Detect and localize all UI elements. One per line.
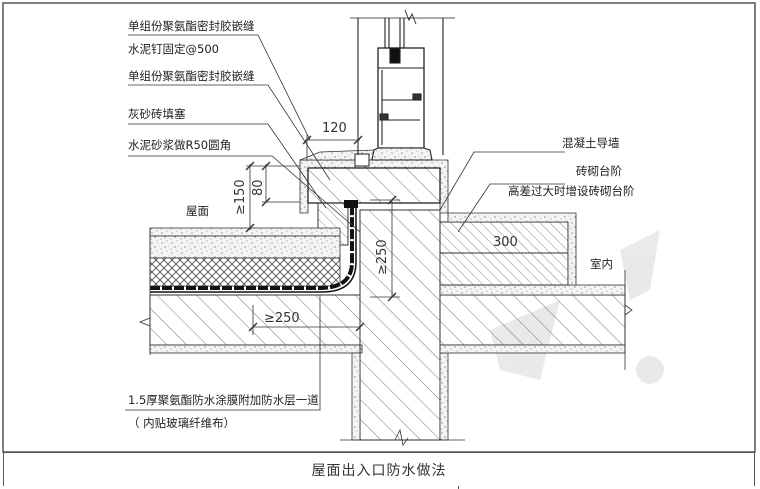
label-nail-fix: 水泥钉固定@500 [128,42,219,56]
dim-250h-lines [248,305,365,335]
insulation-layer [149,257,341,287]
break-line-left [138,317,151,327]
concrete-curb [307,167,441,204]
roof-slab [149,294,361,346]
break-line-bottom [394,428,409,446]
label-membrane-sub: （ 内贴玻璃纤维布） [128,416,236,430]
dim-150-80-lines [245,161,300,233]
dim-250v-lines [370,195,400,302]
leader-lines [125,34,565,411]
label-sealant-top: 单组份聚氨酯密封胶嵌缝 [128,19,255,33]
wall-plaster-right [439,352,449,441]
dim-120: 120 [322,121,347,136]
dim-150: ≥150 [233,179,248,215]
wall-plaster-left [351,352,361,441]
waterproof-membrane-edge [150,205,357,293]
label-indoor: 室内 [590,257,613,271]
dim-80: 80 [251,179,266,196]
dim-300: 300 [493,235,518,250]
roof-slab-plaster [149,344,363,354]
drawing-title: 屋面出入口防水做法 [311,462,447,479]
label-sealant-mid: 单组份聚氨酯密封胶嵌缝 [128,69,255,83]
roof-screed [149,235,341,259]
dim-250-horizontal: ≥250 [264,311,300,326]
label-brick-fill: 灰砂砖填塞 [128,107,186,121]
door-frame [350,9,455,161]
label-mortar-fillet: 水泥砂浆做R50圆角 [128,138,232,152]
title-divider [458,486,459,489]
break-line-right [624,304,633,316]
label-roof: 屋面 [186,204,209,218]
label-concrete-curb: 混凝土导墙 [562,136,620,150]
label-brick-step-note: 高差过大时增设砖砌台阶 [508,184,635,198]
indoor-slab-plaster [439,344,626,354]
label-membrane-note: 1.5厚聚氨酯防水涂膜附加防水层一道 [128,393,319,407]
dim-250-vertical: ≥250 [375,239,390,275]
concrete-wall [359,209,441,441]
label-brick-step: 砖砌台阶 [576,164,622,178]
indoor-floor-finish [439,284,626,296]
roof-protective-layer [149,227,341,237]
indoor-slab [439,294,626,346]
waterproof-membrane [150,205,354,290]
dim-120-lines [302,135,363,160]
termination-bar [344,200,358,208]
title-block: 屋面出入口防水做法 [3,452,755,486]
step-plaster [447,212,577,286]
